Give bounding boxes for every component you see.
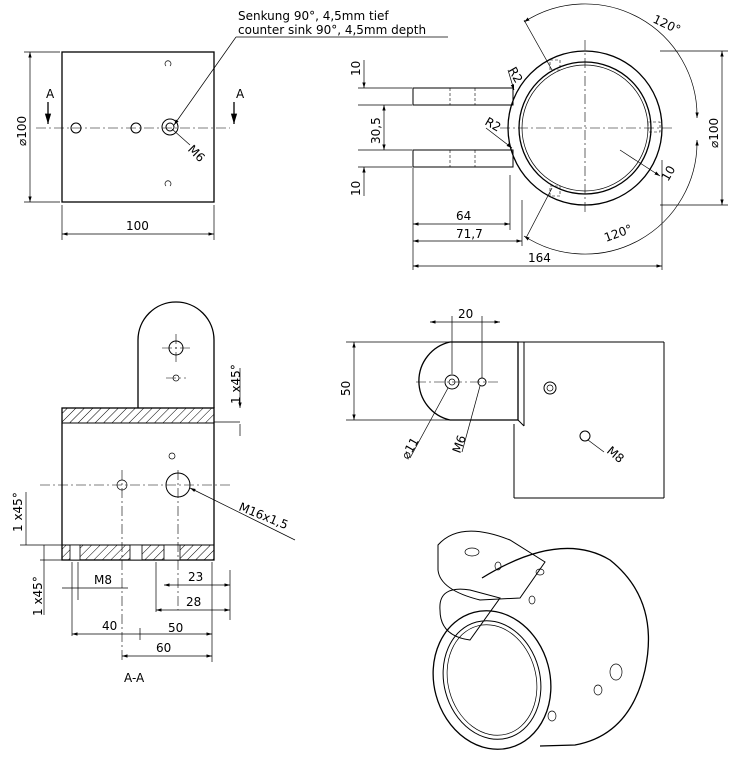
dim-width-100: 100 [126,219,149,233]
wall-10: 10 [658,163,678,183]
section-view: M16x1,5 1 x45° 1 x45° 1 x45° M8 23 28 40… [11,301,296,685]
chamfer-top: 1 x45° [229,364,243,404]
section-label: A-A [124,671,145,685]
thread-m8: M8 [94,573,112,587]
dim-tab-top-10: 10 [349,61,363,76]
section-mark-left: A [46,87,55,101]
chamfer-bottom: 1 x45° [31,576,45,616]
dim-height-100: ⌀100 [15,116,29,146]
dim-28: 28 [186,595,201,609]
dim-64: 64 [456,209,471,223]
dia-11: ⌀11 [398,435,421,461]
tab-upper [412,87,514,106]
dim-50-side: 50 [339,381,353,396]
dim-71-7: 71,7 [456,227,483,241]
hole-1 [70,122,82,134]
front-view: A A M6 100 ⌀100 [15,51,245,240]
thread-m6-label: M6 [185,142,208,165]
thread-m8-side: M8 [604,444,627,466]
dim-40: 40 [102,619,117,633]
radius-bottom: R2 [483,114,504,134]
section-mark-right: A [236,87,245,101]
thread-m6-side: M6 [450,433,469,455]
top-view: 10 30,5 10 R2 R2 120° 120° 10 ⌀100 64 71… [349,3,728,270]
isometric-view [432,530,650,750]
section-tab [137,301,215,408]
countersink-hole [161,118,179,136]
hole-2 [130,122,142,134]
radius-top: R2 [505,65,525,86]
side-view: 20 50 ⌀11 M6 M8 [339,307,665,499]
dim-60: 60 [156,641,171,655]
angle-bottom-120: 120° [602,222,634,245]
chamfer-left: 1 x45° [11,492,25,532]
note-line-2: counter sink 90°, 4,5mm depth [238,23,426,37]
front-view-outline [61,51,215,203]
dim-23: 23 [188,570,203,584]
dim-20: 20 [458,307,473,321]
note-line-1: Senkung 90°, 4,5mm tief [238,9,389,23]
dim-164: 164 [528,251,551,265]
thread-m16: M16x1,5 [237,500,290,532]
section-body [61,407,215,561]
hatch-top [61,407,215,424]
tab-lower [412,149,514,168]
dim-diameter-100: ⌀100 [707,118,721,148]
dim-gap-30-5: 30,5 [369,117,383,144]
dim-50: 50 [168,621,183,635]
countersink-note: Senkung 90°, 4,5mm tief counter sink 90°… [173,9,448,126]
angle-top-120: 120° [651,12,683,37]
side-tab [418,341,519,421]
dim-tab-bottom-10: 10 [349,181,363,196]
